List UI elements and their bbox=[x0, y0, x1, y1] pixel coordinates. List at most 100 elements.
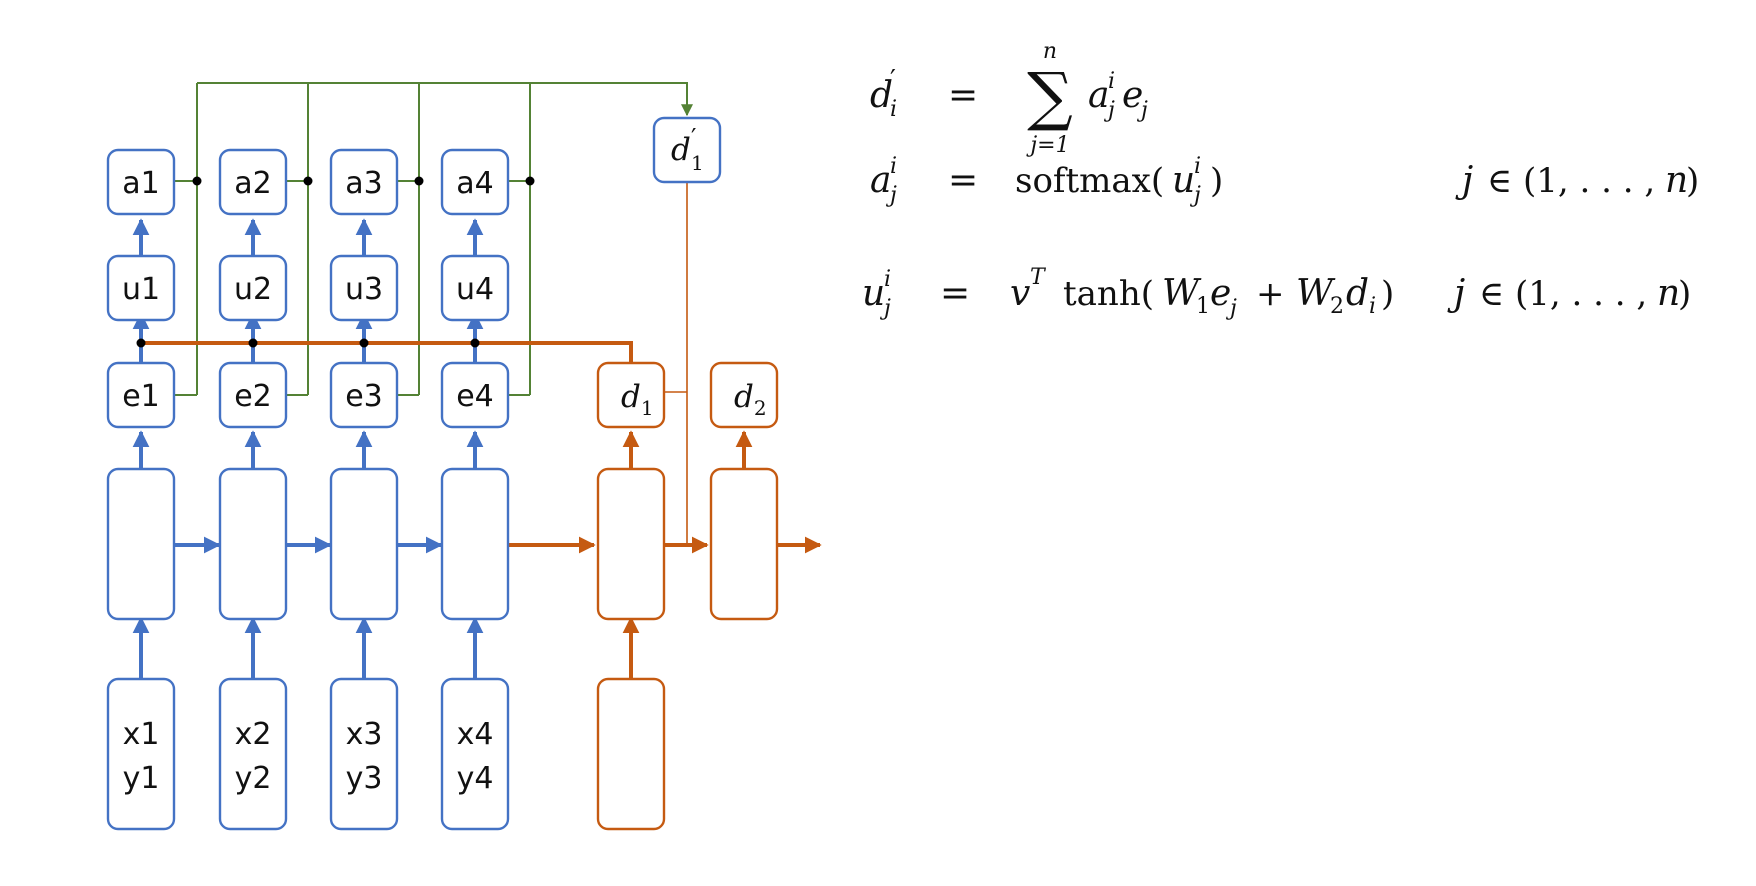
eq1-sum-symbol: ∑ bbox=[1027, 60, 1073, 134]
eq2-equals: = bbox=[948, 160, 978, 201]
junction-dot-e2 bbox=[248, 338, 258, 348]
junction-dots bbox=[136, 176, 535, 348]
eq1-term-a: a bbox=[1088, 75, 1109, 116]
eq2-cond-n: n bbox=[1665, 160, 1688, 201]
eq3-d-sub: i bbox=[1369, 294, 1376, 319]
a4-label: a4 bbox=[456, 166, 493, 201]
a2-box bbox=[218, 148, 288, 216]
eq3-lhs-base: u bbox=[862, 273, 885, 314]
encoder-cell-3 bbox=[329, 467, 399, 621]
input-box-2 bbox=[218, 677, 288, 831]
attention-wiring bbox=[175, 82, 693, 396]
a4-box bbox=[440, 148, 510, 216]
d1-prime-subscript: 1 bbox=[691, 151, 704, 175]
eq3-lhs-sup: i bbox=[884, 267, 891, 292]
e3-box bbox=[329, 361, 399, 429]
eq1-term-a-sup: i bbox=[1108, 69, 1115, 94]
d1-prime-label: d bbox=[671, 132, 691, 168]
eq3-w2-sub: 2 bbox=[1330, 294, 1344, 319]
u4-label: u4 bbox=[456, 272, 494, 307]
eq1-equals: = bbox=[948, 75, 978, 116]
eq3-close: ) bbox=[1381, 274, 1394, 314]
eq1-lhs-sub: i bbox=[890, 97, 897, 122]
eq3-cond-n: n bbox=[1657, 273, 1680, 314]
x4-label: x4 bbox=[457, 717, 494, 752]
d1-label: d1 bbox=[621, 379, 654, 420]
eq2-close: ) bbox=[1210, 161, 1223, 201]
input-box-4 bbox=[440, 677, 510, 831]
node-labels: a1 a2 a3 a4 u1 u2 u3 u4 e1 e2 e3 e4 x1 y… bbox=[122, 166, 494, 796]
a3-label: a3 bbox=[345, 166, 382, 201]
input-box-3 bbox=[329, 677, 399, 831]
eq1-term-e: e bbox=[1122, 75, 1143, 116]
a1-box bbox=[106, 148, 176, 216]
e1-label: e1 bbox=[122, 379, 160, 414]
decoder-arrows bbox=[141, 341, 822, 678]
e3-label: e3 bbox=[345, 379, 383, 414]
eq3-plus: + bbox=[1256, 274, 1285, 314]
d1-prime-mark: ′ bbox=[691, 124, 696, 152]
x2-label: x2 bbox=[235, 717, 272, 752]
equation-score: u i j = v T tanh( W 1 e j + W 2 d i ) j … bbox=[862, 265, 1691, 321]
d1-box bbox=[596, 361, 666, 429]
e4-label: e4 bbox=[456, 379, 494, 414]
eq1-lhs-prime: ′ bbox=[890, 65, 896, 95]
eq3-cond-j: j bbox=[1447, 273, 1465, 314]
eq2-func: softmax( bbox=[1015, 161, 1164, 201]
equation-context-vector: d ′ i = n ∑ j=1 a i j e j bbox=[870, 39, 1148, 158]
a1-label: a1 bbox=[122, 166, 159, 201]
decoder-cell-1 bbox=[596, 467, 666, 621]
junction-dot-a4 bbox=[525, 176, 535, 186]
eq2-cond-rest: ∈ (1, . . . , bbox=[1487, 161, 1655, 201]
eq3-w2: W bbox=[1296, 273, 1336, 314]
equations: d ′ i = n ∑ j=1 a i j e j a i j = softma… bbox=[862, 39, 1699, 321]
e2-label: e2 bbox=[234, 379, 272, 414]
eq2-cond-j: j bbox=[1455, 160, 1473, 201]
equation-softmax: a i j = softmax( u i j ) j ∈ (1, . . . ,… bbox=[870, 154, 1699, 208]
eq3-e: e bbox=[1210, 273, 1231, 314]
eq2-lhs-base: a bbox=[870, 160, 891, 201]
u3-box bbox=[329, 254, 399, 322]
junction-dot-a3 bbox=[414, 176, 424, 186]
encoder-cell-4 bbox=[440, 467, 510, 621]
y1-label: y1 bbox=[123, 761, 160, 796]
y4-label: y4 bbox=[457, 761, 494, 796]
encoder-boxes bbox=[106, 116, 722, 831]
eq1-lhs-base: d bbox=[870, 75, 893, 116]
u2-label: u2 bbox=[234, 272, 272, 307]
eq3-w1: W bbox=[1162, 273, 1202, 314]
e2-box bbox=[218, 361, 288, 429]
junction-dot-e1 bbox=[136, 338, 146, 348]
eq3-equals: = bbox=[940, 273, 970, 314]
encoder-cell-1 bbox=[106, 467, 176, 621]
attention-top-bus bbox=[197, 82, 693, 117]
eq3-d: d bbox=[1346, 273, 1369, 314]
eq3-v: v bbox=[1010, 273, 1030, 314]
y2-label: y2 bbox=[235, 761, 272, 796]
u3-label: u3 bbox=[345, 272, 383, 307]
u4-box bbox=[440, 254, 510, 322]
eq3-cond-close: ) bbox=[1678, 274, 1691, 314]
eq1-sum-upper: n bbox=[1043, 39, 1057, 64]
junction-dot-a1 bbox=[192, 176, 202, 186]
eq2-cond-close: ) bbox=[1686, 161, 1699, 201]
junction-dot-a2 bbox=[303, 176, 313, 186]
decoder-cell-2 bbox=[709, 467, 779, 621]
decoder-boxes bbox=[596, 361, 779, 831]
y3-label: y3 bbox=[346, 761, 383, 796]
eq2-lhs-sup: i bbox=[890, 154, 897, 179]
u2-box bbox=[218, 254, 288, 322]
e4-box bbox=[440, 361, 510, 429]
x3-label: x3 bbox=[346, 717, 383, 752]
context-wiring bbox=[665, 182, 688, 545]
input-box-1 bbox=[106, 677, 176, 831]
a2-label: a2 bbox=[234, 166, 271, 201]
eq3-w1-sub: 1 bbox=[1196, 294, 1210, 319]
u1-label: u1 bbox=[122, 272, 160, 307]
eq2-arg-base: u bbox=[1172, 160, 1195, 201]
encoder-cell-2 bbox=[218, 467, 288, 621]
decoder-labels: d1 d2 d ′ 1 bbox=[621, 124, 767, 420]
eq3-func: tanh( bbox=[1063, 274, 1154, 314]
u1-box bbox=[106, 254, 176, 322]
